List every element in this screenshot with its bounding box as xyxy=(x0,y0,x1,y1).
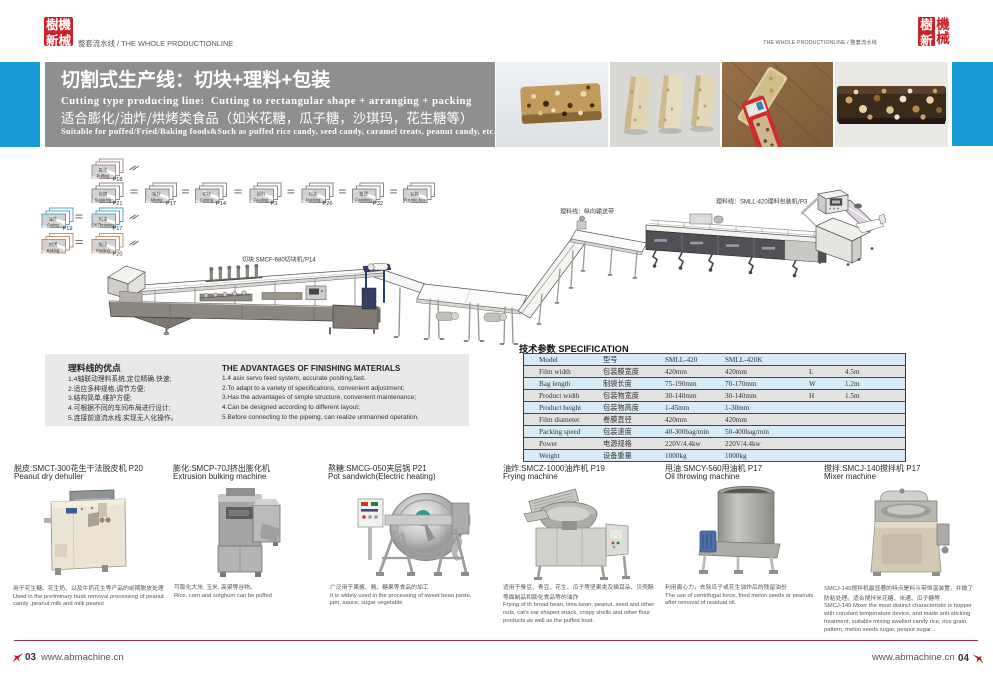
svg-text:整理: 整理 xyxy=(359,190,368,197)
svg-text:P17: P17 xyxy=(113,226,123,232)
svg-text:Cutting: Cutting xyxy=(200,198,214,203)
svg-text:Feeding: Feeding xyxy=(254,198,270,203)
svg-text:油炸: 油炸 xyxy=(49,215,58,222)
svg-text:理料线：SMLL-420理料包装机/P3: 理料线：SMLL-420理料包装机/P3 xyxy=(716,197,808,206)
svg-text:包装: 包装 xyxy=(309,190,318,197)
svg-text:P32: P32 xyxy=(373,201,383,207)
svg-text:甩油: 甩油 xyxy=(99,215,108,222)
svg-text:Put into box: Put into box xyxy=(404,198,426,203)
svg-text:P18: P18 xyxy=(113,177,123,183)
svg-text:理料线：纵向输送带: 理料线：纵向输送带 xyxy=(560,207,614,216)
svg-text:烘烤: 烘烤 xyxy=(49,241,58,248)
svg-text:Finishing: Finishing xyxy=(355,198,372,203)
svg-text:Sugaring: Sugaring xyxy=(95,198,112,203)
svg-text:Baking: Baking xyxy=(47,248,60,253)
svg-text:脱皮: 脱皮 xyxy=(99,241,108,248)
svg-text:装箱: 装箱 xyxy=(410,190,419,197)
svg-text:Mixing: Mixing xyxy=(151,198,164,203)
svg-text:P21: P21 xyxy=(113,201,123,207)
svg-text:Frying: Frying xyxy=(47,223,59,228)
svg-text:Packing: Packing xyxy=(306,198,321,203)
svg-text:切块: 切块 xyxy=(202,190,211,197)
svg-text:膨化: 膨化 xyxy=(99,166,108,173)
svg-text:P17: P17 xyxy=(166,201,176,207)
svg-text:熬糖: 熬糖 xyxy=(99,190,108,197)
svg-text:P19: P19 xyxy=(63,226,73,232)
svg-text:P14: P14 xyxy=(216,201,226,207)
svg-text:Oil Throwing: Oil Throwing xyxy=(92,223,116,228)
svg-text:切块:SMCF-680切块机/P14: 切块:SMCF-680切块机/P14 xyxy=(242,255,316,264)
svg-text:P20: P20 xyxy=(113,252,123,258)
svg-text:理料: 理料 xyxy=(257,190,266,197)
svg-text:Puffing: Puffing xyxy=(97,174,110,179)
svg-text:P26: P26 xyxy=(323,201,333,207)
svg-text:Peeling: Peeling xyxy=(96,248,110,253)
svg-text:搅拌: 搅拌 xyxy=(152,190,161,197)
svg-text:P3: P3 xyxy=(271,201,278,207)
